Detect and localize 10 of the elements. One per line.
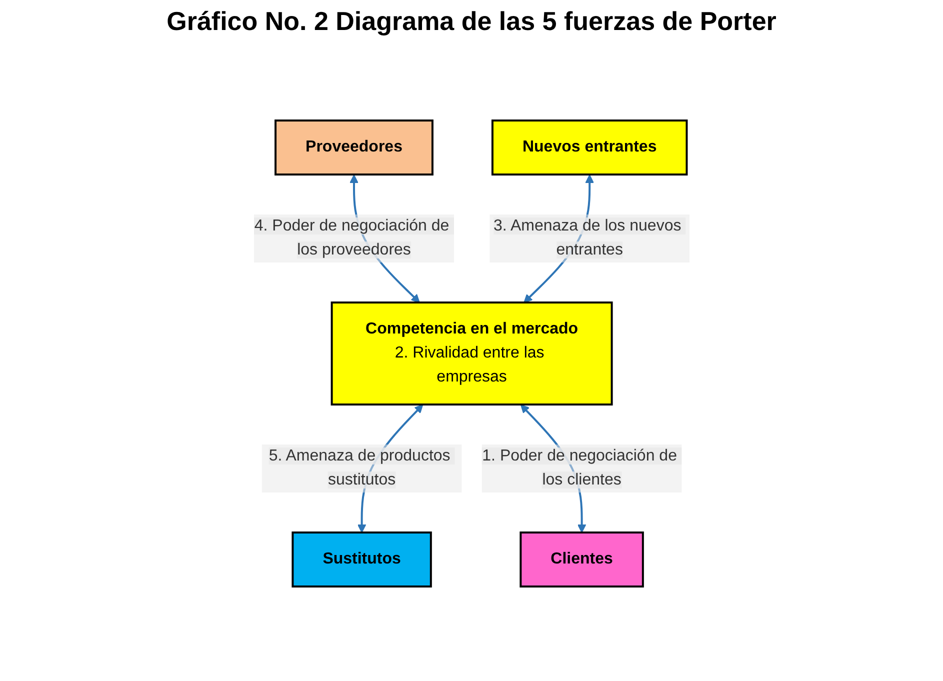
- node-box: Proveedores: [274, 120, 434, 176]
- node-box: Sustitutos: [291, 532, 432, 588]
- node-box: Nuevos entrantes: [491, 120, 688, 176]
- edge-label: 5. Amenaza de productos sustitutos: [268, 448, 450, 488]
- node-box: Clientes: [519, 532, 644, 588]
- edge-label: 1. Poder de negociación de los clientes: [482, 448, 677, 488]
- edge-label: 4. Poder de negociación de los proveedores: [254, 218, 449, 258]
- node-box: Competencia en el mercado 2. Rivalidad entre las empresas: [330, 302, 612, 406]
- diagram-title: Gráfico No. 2 Diagrama de las 5 fuerzas de Porter: [166, 6, 778, 37]
- edge-label: 3. Amenaza de los nuevos entrantes: [493, 218, 681, 258]
